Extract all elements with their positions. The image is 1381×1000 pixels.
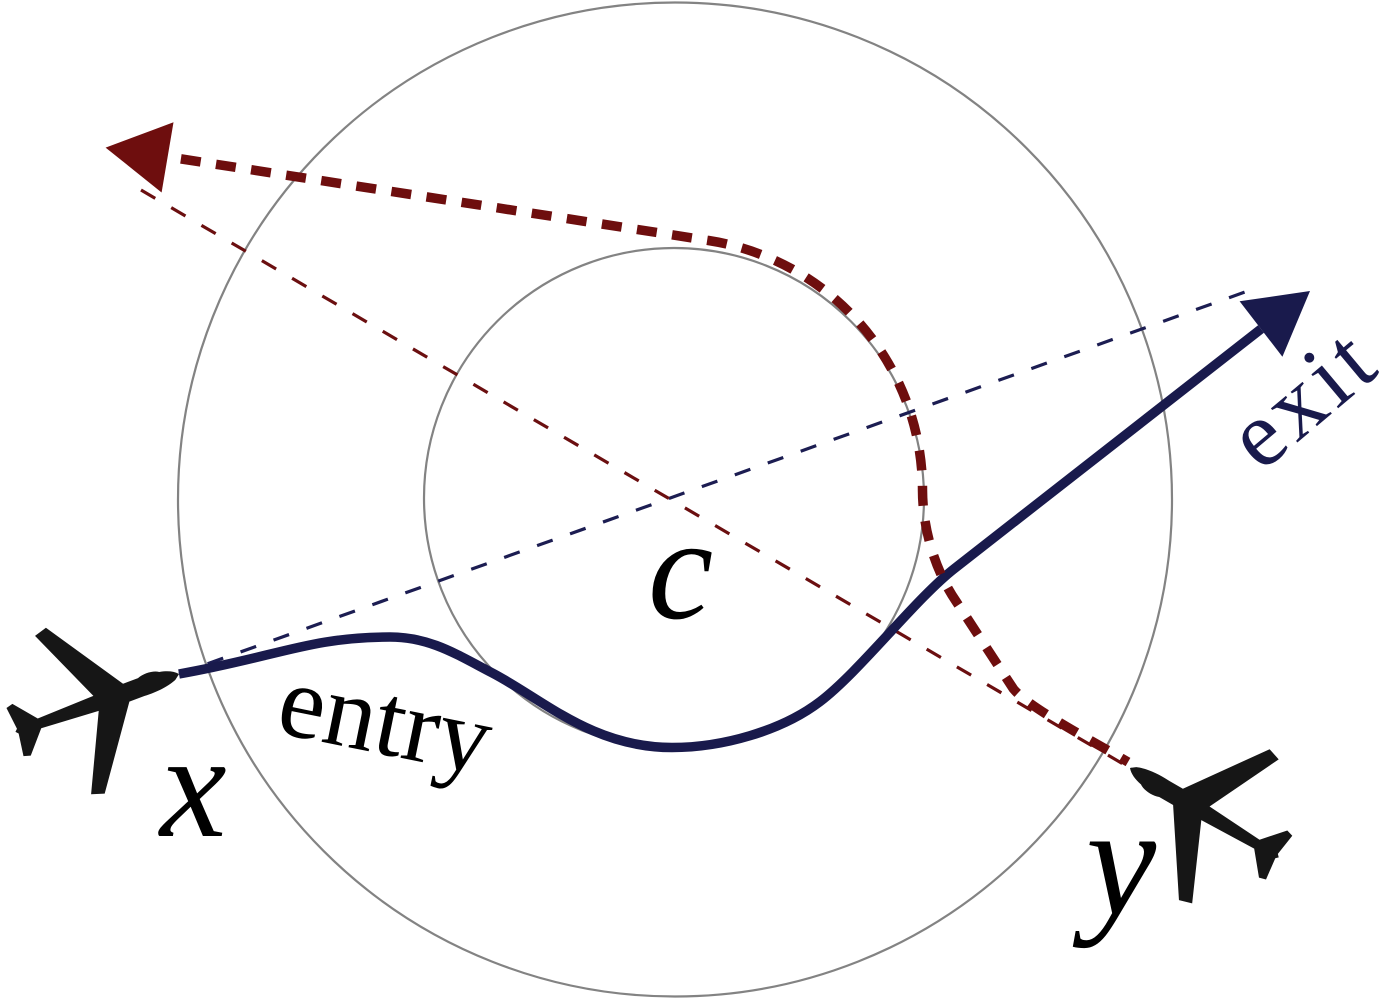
svg-text:exit: exit [1208, 306, 1381, 489]
svg-text:c: c [648, 487, 713, 650]
svg-text:y: y [1072, 774, 1157, 949]
svg-text:x: x [158, 703, 227, 869]
svg-text:entry: entry [269, 642, 501, 797]
